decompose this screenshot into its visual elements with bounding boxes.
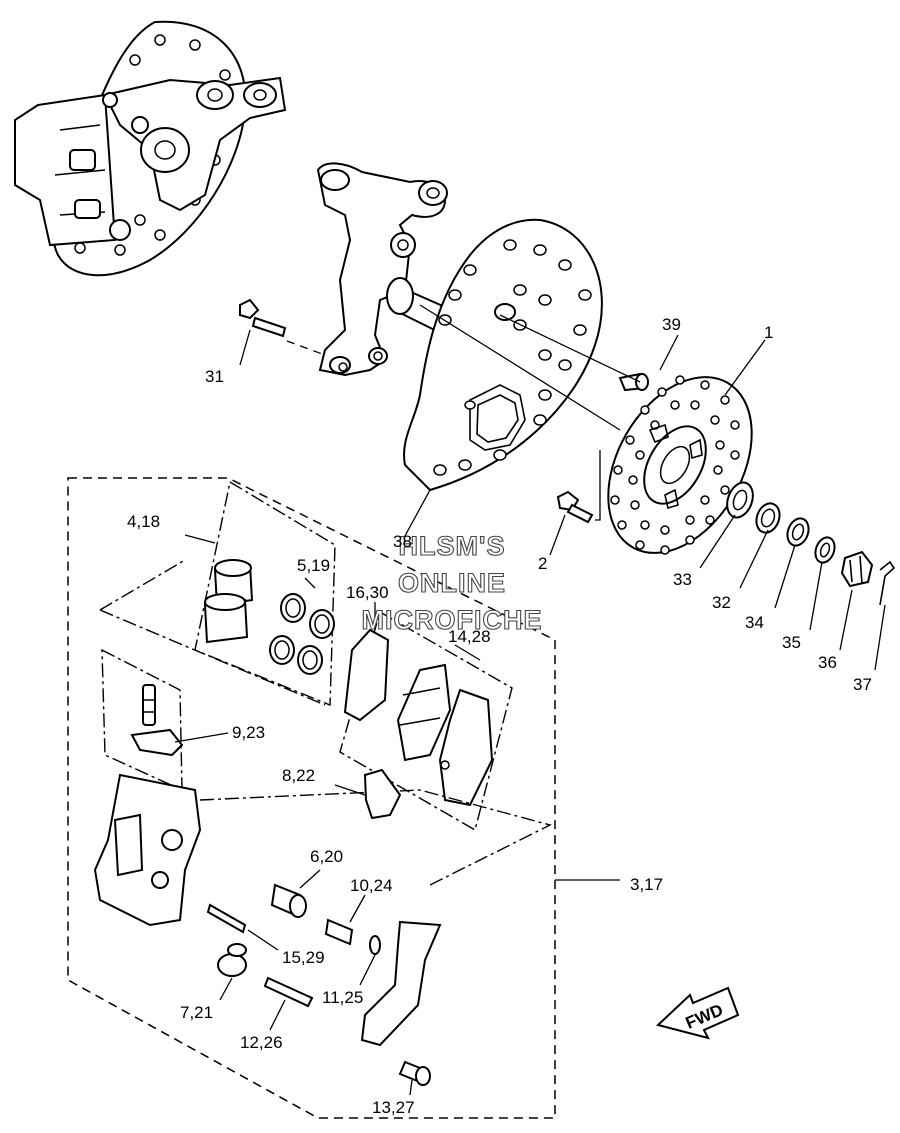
- watermark-line-2: ONLINE: [398, 568, 506, 598]
- bolt-31: [239, 298, 287, 338]
- bolt-39-guide-line: [499, 314, 641, 383]
- callout-labels: 1 2 31 39 4,18 38 5,19 16,30 14,28 33 32…: [127, 315, 872, 1117]
- callout-35: 35: [782, 633, 801, 652]
- sleeve-6-20: [270, 883, 307, 918]
- callout-4-18: 4,18: [127, 512, 160, 531]
- bolt-2: [556, 490, 594, 524]
- bolt-31-guide-line: [286, 340, 326, 356]
- clip-11-25: [369, 935, 381, 955]
- callout-32: 32: [712, 593, 731, 612]
- bolt-10-24: [324, 918, 354, 946]
- fwd-direction-arrow: FWD: [655, 986, 740, 1040]
- boot-7-21: [217, 943, 247, 977]
- callout-5-19: 5,19: [297, 556, 330, 575]
- spacer-34: [786, 517, 810, 547]
- piston-seals: [269, 593, 335, 675]
- pad-shim: [343, 628, 390, 722]
- cotter-pin-37: [879, 560, 896, 606]
- callout-16-30: 16,30: [346, 583, 389, 602]
- brake-disc-guard: [403, 218, 603, 492]
- callout-3-17: 3,17: [630, 875, 663, 894]
- bolt-39: [618, 372, 649, 392]
- bleed-screw: [130, 684, 184, 757]
- castle-nut-36: [840, 550, 874, 588]
- callout-33: 33: [673, 570, 692, 589]
- callout-31: 31: [205, 367, 224, 386]
- brake-disc: [607, 375, 753, 555]
- callout-12-26: 12,26: [240, 1033, 283, 1052]
- callout-38: 38: [393, 532, 412, 551]
- caliper-body: [93, 773, 202, 927]
- callout-10-24: 10,24: [350, 876, 393, 895]
- brake-pad-inner: [396, 663, 452, 762]
- washer-35: [814, 536, 836, 564]
- spindle-guide-line: [419, 304, 621, 431]
- piston-group-frame: [194, 480, 336, 707]
- pad-spring: [363, 768, 402, 820]
- bushing-13-27: [398, 1060, 431, 1086]
- callout-2: 2: [538, 554, 547, 573]
- watermark: HLSM'S ONLINE MICROFICHE: [361, 530, 543, 635]
- pin-12-26: [263, 976, 314, 1008]
- callout-14-28: 14,28: [448, 627, 491, 646]
- assembled-knuckle-view: [14, 20, 287, 277]
- callout-13-27: 13,27: [372, 1098, 415, 1117]
- pin-15-29: [206, 903, 247, 934]
- watermark-line-3: MICROFICHE: [362, 605, 543, 635]
- bearing-32: [755, 502, 781, 534]
- piston: [203, 559, 254, 644]
- callout-37: 37: [853, 675, 872, 694]
- leader-lines: [174, 329, 886, 1096]
- brake-pad-outer: [438, 688, 494, 807]
- watermark-line-1: HLSM'S: [399, 531, 506, 561]
- washer-33: [726, 481, 754, 519]
- pad-guide-line: [199, 789, 552, 886]
- callout-11-25: 11,25: [322, 988, 363, 1007]
- caliper-bracket: [360, 920, 442, 1047]
- piston-group-guide: [99, 559, 326, 706]
- bolt-2-bracket-line: [595, 450, 601, 521]
- callout-36: 36: [818, 653, 837, 672]
- callout-34: 34: [745, 613, 764, 632]
- callout-8-22: 8,22: [282, 766, 315, 785]
- callout-39: 39: [662, 315, 681, 334]
- callout-1: 1: [764, 323, 773, 342]
- callout-15-29: 15,29: [282, 948, 325, 967]
- callout-9-23: 9,23: [232, 723, 265, 742]
- callout-6-20: 6,20: [310, 847, 343, 866]
- callout-7-21: 7,21: [180, 1003, 213, 1022]
